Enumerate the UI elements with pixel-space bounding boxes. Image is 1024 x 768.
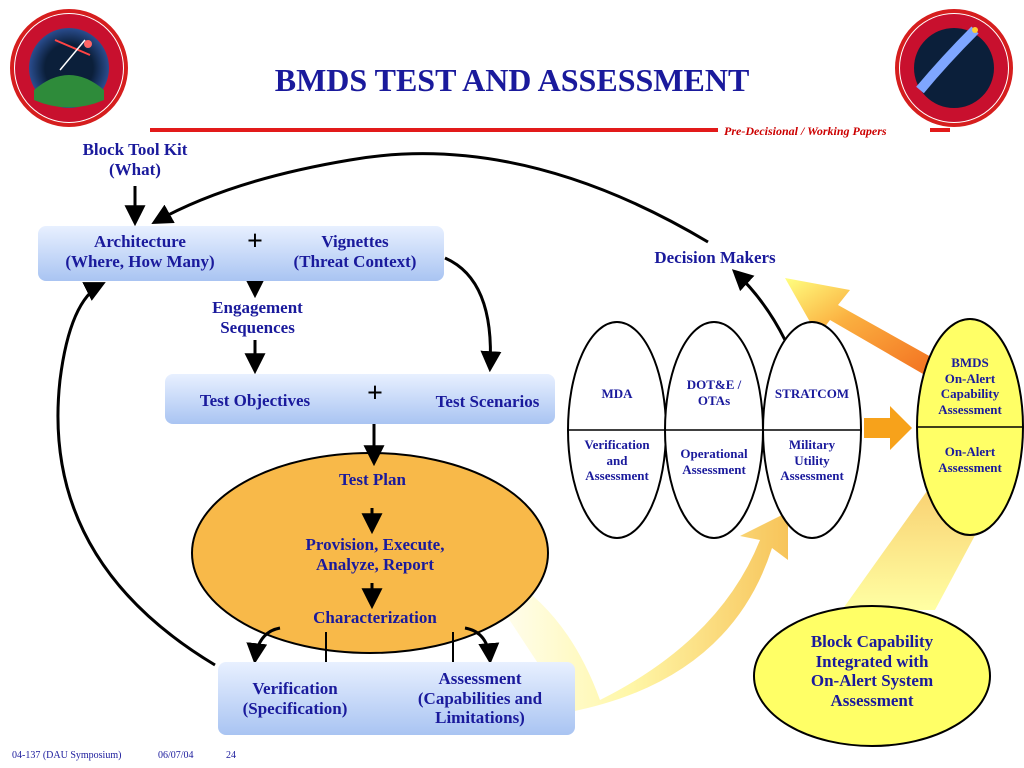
onalert-text-1: On-Alert: [944, 444, 996, 459]
engagement-sequences-label: Engagement Sequences: [185, 298, 330, 337]
verification-text: Verification: [252, 679, 338, 698]
plus-icon: +: [247, 226, 263, 257]
mda-role-2: and: [606, 452, 628, 468]
dote-text-2: OTAs: [697, 392, 731, 408]
characterization-label: Characterization: [313, 608, 437, 627]
dote-role: Operational Assessment: [667, 446, 761, 477]
plus-icon-2: +: [367, 378, 383, 409]
stratcom-role-2: Utility: [794, 452, 830, 468]
mda-role-3: Assessment: [585, 468, 649, 484]
dote-label: DOT&E / OTAs: [669, 377, 759, 408]
provision-label: Provision, Execute, Analyze, Report: [270, 535, 480, 574]
test-plan-label: Test Plan: [339, 470, 406, 489]
assessment-sub-1: (Capabilities and: [417, 688, 543, 708]
architecture-sub: (Where, How Many): [65, 251, 215, 271]
architecture-label: Architecture (Where, How Many): [45, 232, 235, 271]
test-objectives-label: Test Objectives: [199, 391, 311, 410]
assessment-sub-2: Limitations): [435, 708, 525, 728]
assessment-label: Assessment (Capabilities and Limitations…: [395, 669, 565, 728]
footer-id: 04-137 (DAU Symposium): [12, 750, 122, 761]
dote-text-1: DOT&E /: [686, 377, 742, 392]
block-tool-kit-label: Block Tool Kit (What): [55, 140, 215, 179]
block-capability-ellipse: [753, 605, 991, 747]
onalert-text-2: Assessment: [938, 459, 1002, 475]
decision-makers-label: Decision Makers: [654, 248, 776, 267]
test-objectives-box: [165, 374, 555, 424]
to-decision-makers-arrow: [785, 278, 940, 378]
block-capability-label: Block Capability Integrated with On-Aler…: [770, 632, 974, 710]
assessment-text: Assessment: [438, 669, 522, 688]
header-rule: [150, 128, 718, 132]
block-cap-4: Assessment: [830, 690, 914, 710]
test-scenarios-label: Test Scenarios: [435, 392, 540, 411]
assessment-feed-arrow: [864, 406, 912, 450]
mda-label: MDA: [601, 386, 633, 401]
verification-label: Verification (Specification): [225, 679, 365, 718]
footer-page: 24: [226, 750, 236, 761]
engagement-text-1: Engagement: [212, 298, 303, 317]
bmds-label: BMDS On-Alert Capability Assessment: [922, 355, 1018, 417]
verification-assessment-box: [218, 662, 575, 735]
dote-role-1: Operational: [680, 446, 748, 461]
provision-text-1: Provision, Execute,: [305, 535, 445, 554]
page-title: BMDS TEST AND ASSESSMENT: [274, 62, 750, 98]
mda-role-1: Verification: [584, 437, 650, 452]
footer-date: 06/07/04: [158, 750, 194, 761]
mda-seal-icon: [10, 9, 128, 127]
stratcom-role: Military Utility Assessment: [765, 437, 859, 484]
onalert-label: On-Alert Assessment: [922, 444, 1018, 475]
verification-sub: (Specification): [242, 698, 348, 718]
block-tool-kit-what: (What): [109, 159, 161, 179]
bmds-text-2: On-Alert: [944, 370, 996, 386]
bmds-text-4: Assessment: [938, 401, 1002, 417]
classification-label: Pre-Decisional / Working Papers: [724, 124, 887, 138]
block-cap-2: Integrated with: [815, 651, 929, 671]
dote-role-2: Assessment: [682, 461, 746, 477]
vignettes-text: Vignettes: [321, 232, 389, 251]
vignettes-label: Vignettes (Threat Context): [270, 232, 440, 271]
bmds-text-1: BMDS: [951, 355, 989, 370]
provision-text-2: Analyze, Report: [315, 554, 435, 574]
stratcom-role-1: Military: [788, 437, 836, 452]
architecture-vignettes-box: [38, 226, 444, 281]
block-cap-3: On-Alert System: [810, 671, 934, 691]
architecture-text: Architecture: [94, 232, 186, 251]
bmds-text-3: Capability: [940, 386, 1000, 402]
stratcom-role-3: Assessment: [780, 468, 844, 484]
stratcom-label: STRATCOM: [774, 386, 850, 401]
vignettes-sub: (Threat Context): [293, 251, 417, 271]
block-cap-1: Block Capability: [810, 632, 934, 651]
engagement-text-2: Sequences: [220, 317, 295, 337]
mdnt-seal-icon: [895, 9, 1013, 127]
header-rule-end: [930, 128, 950, 132]
mda-role: Verification and Assessment: [570, 437, 664, 484]
block-tool-kit-text: Block Tool Kit: [82, 140, 188, 159]
